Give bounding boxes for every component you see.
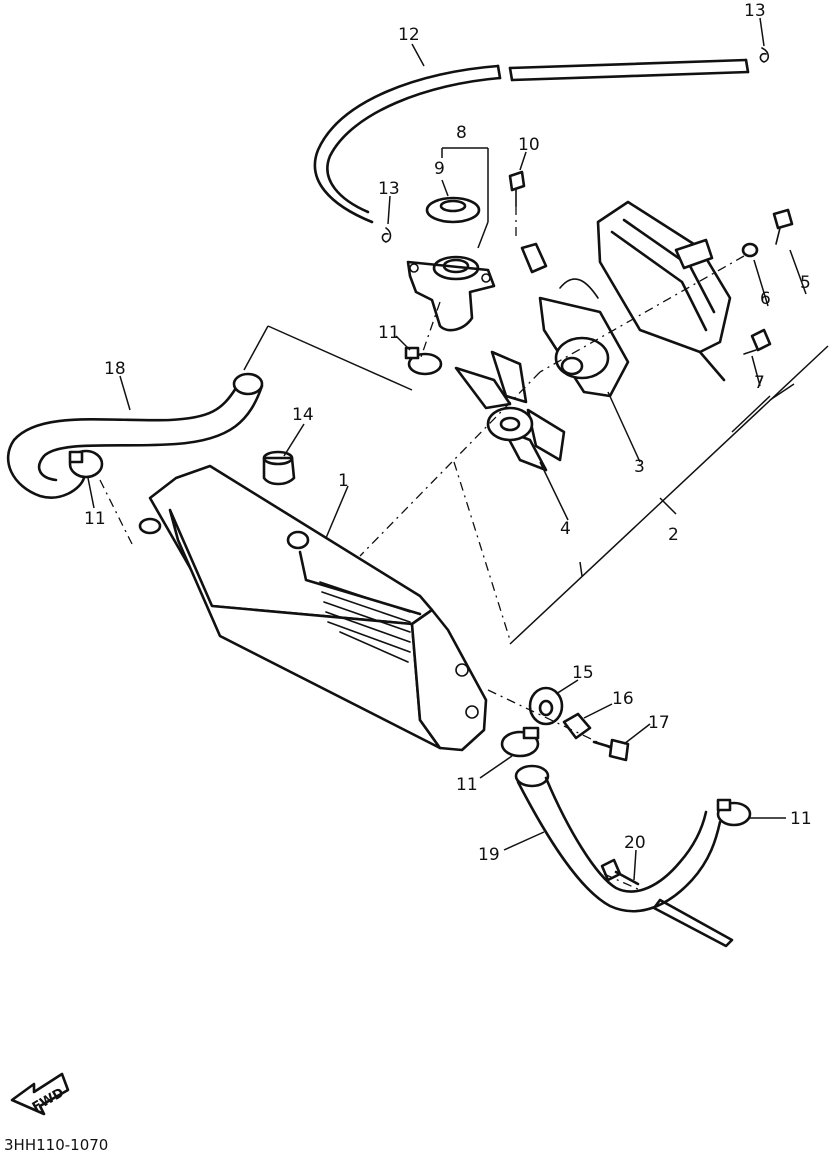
callout-1: 1 bbox=[338, 471, 349, 491]
cooling-fan bbox=[454, 350, 566, 472]
filler-neck bbox=[406, 255, 496, 332]
hose-clamp-lower bbox=[500, 726, 540, 758]
callout-4: 4 bbox=[560, 519, 571, 539]
callout-11-left: 11 bbox=[84, 509, 106, 529]
damper bbox=[528, 686, 564, 726]
hose-clip-upper-right bbox=[759, 47, 770, 63]
radiator-cap bbox=[425, 196, 481, 224]
callout-20: 20 bbox=[624, 833, 646, 853]
callout-10: 10 bbox=[518, 135, 540, 155]
callout-9: 9 bbox=[434, 159, 445, 179]
callout-18: 18 bbox=[104, 359, 126, 379]
shroud-nut bbox=[741, 242, 759, 258]
assembly-lines bbox=[99, 206, 745, 891]
forward-direction-arrow: FWD bbox=[10, 1072, 70, 1115]
shroud-bolt bbox=[772, 208, 794, 245]
callout-8: 8 bbox=[456, 123, 467, 143]
callout-2: 2 bbox=[668, 525, 679, 545]
drawing-code: 3HH110-1070 bbox=[4, 1136, 108, 1154]
motor-screw bbox=[743, 328, 772, 355]
callout-6: 6 bbox=[760, 289, 771, 309]
callout-19: 19 bbox=[478, 845, 500, 865]
hose-clamp-top bbox=[404, 346, 443, 376]
callout-15: 15 bbox=[572, 663, 594, 683]
overflow-hose bbox=[313, 58, 750, 224]
callout-5: 5 bbox=[800, 273, 811, 293]
filler-neck-screw bbox=[508, 170, 526, 207]
mounting-bolt bbox=[592, 738, 630, 762]
fan-shroud bbox=[596, 200, 732, 382]
callout-7: 7 bbox=[754, 373, 765, 393]
drain-plug bbox=[262, 450, 296, 486]
callout-16: 16 bbox=[612, 689, 634, 709]
radiator bbox=[138, 464, 488, 752]
callout-labels: 1 2 3 4 5 6 7 8 9 10 11 11 11 11 12 13 1… bbox=[84, 1, 812, 865]
fan-motor bbox=[520, 242, 630, 398]
callout-13-left: 13 bbox=[378, 179, 400, 199]
callout-11-right: 11 bbox=[790, 809, 812, 829]
leader-lines bbox=[87, 17, 829, 881]
upper-radiator-hose bbox=[6, 372, 264, 499]
callout-3: 3 bbox=[634, 457, 645, 477]
callout-17: 17 bbox=[648, 713, 670, 733]
collar bbox=[562, 712, 592, 740]
callout-11-lower: 11 bbox=[456, 775, 478, 795]
hose-clamp-left bbox=[68, 449, 104, 479]
hose-clamp-right bbox=[716, 798, 752, 827]
callout-12: 12 bbox=[398, 25, 420, 45]
callout-13-upper: 13 bbox=[744, 1, 766, 21]
callout-14: 14 bbox=[292, 405, 314, 425]
hose-clip-left bbox=[381, 227, 392, 243]
cable-tie bbox=[600, 858, 734, 948]
lower-radiator-hose bbox=[514, 764, 722, 913]
callout-11-top: 11 bbox=[378, 323, 400, 343]
